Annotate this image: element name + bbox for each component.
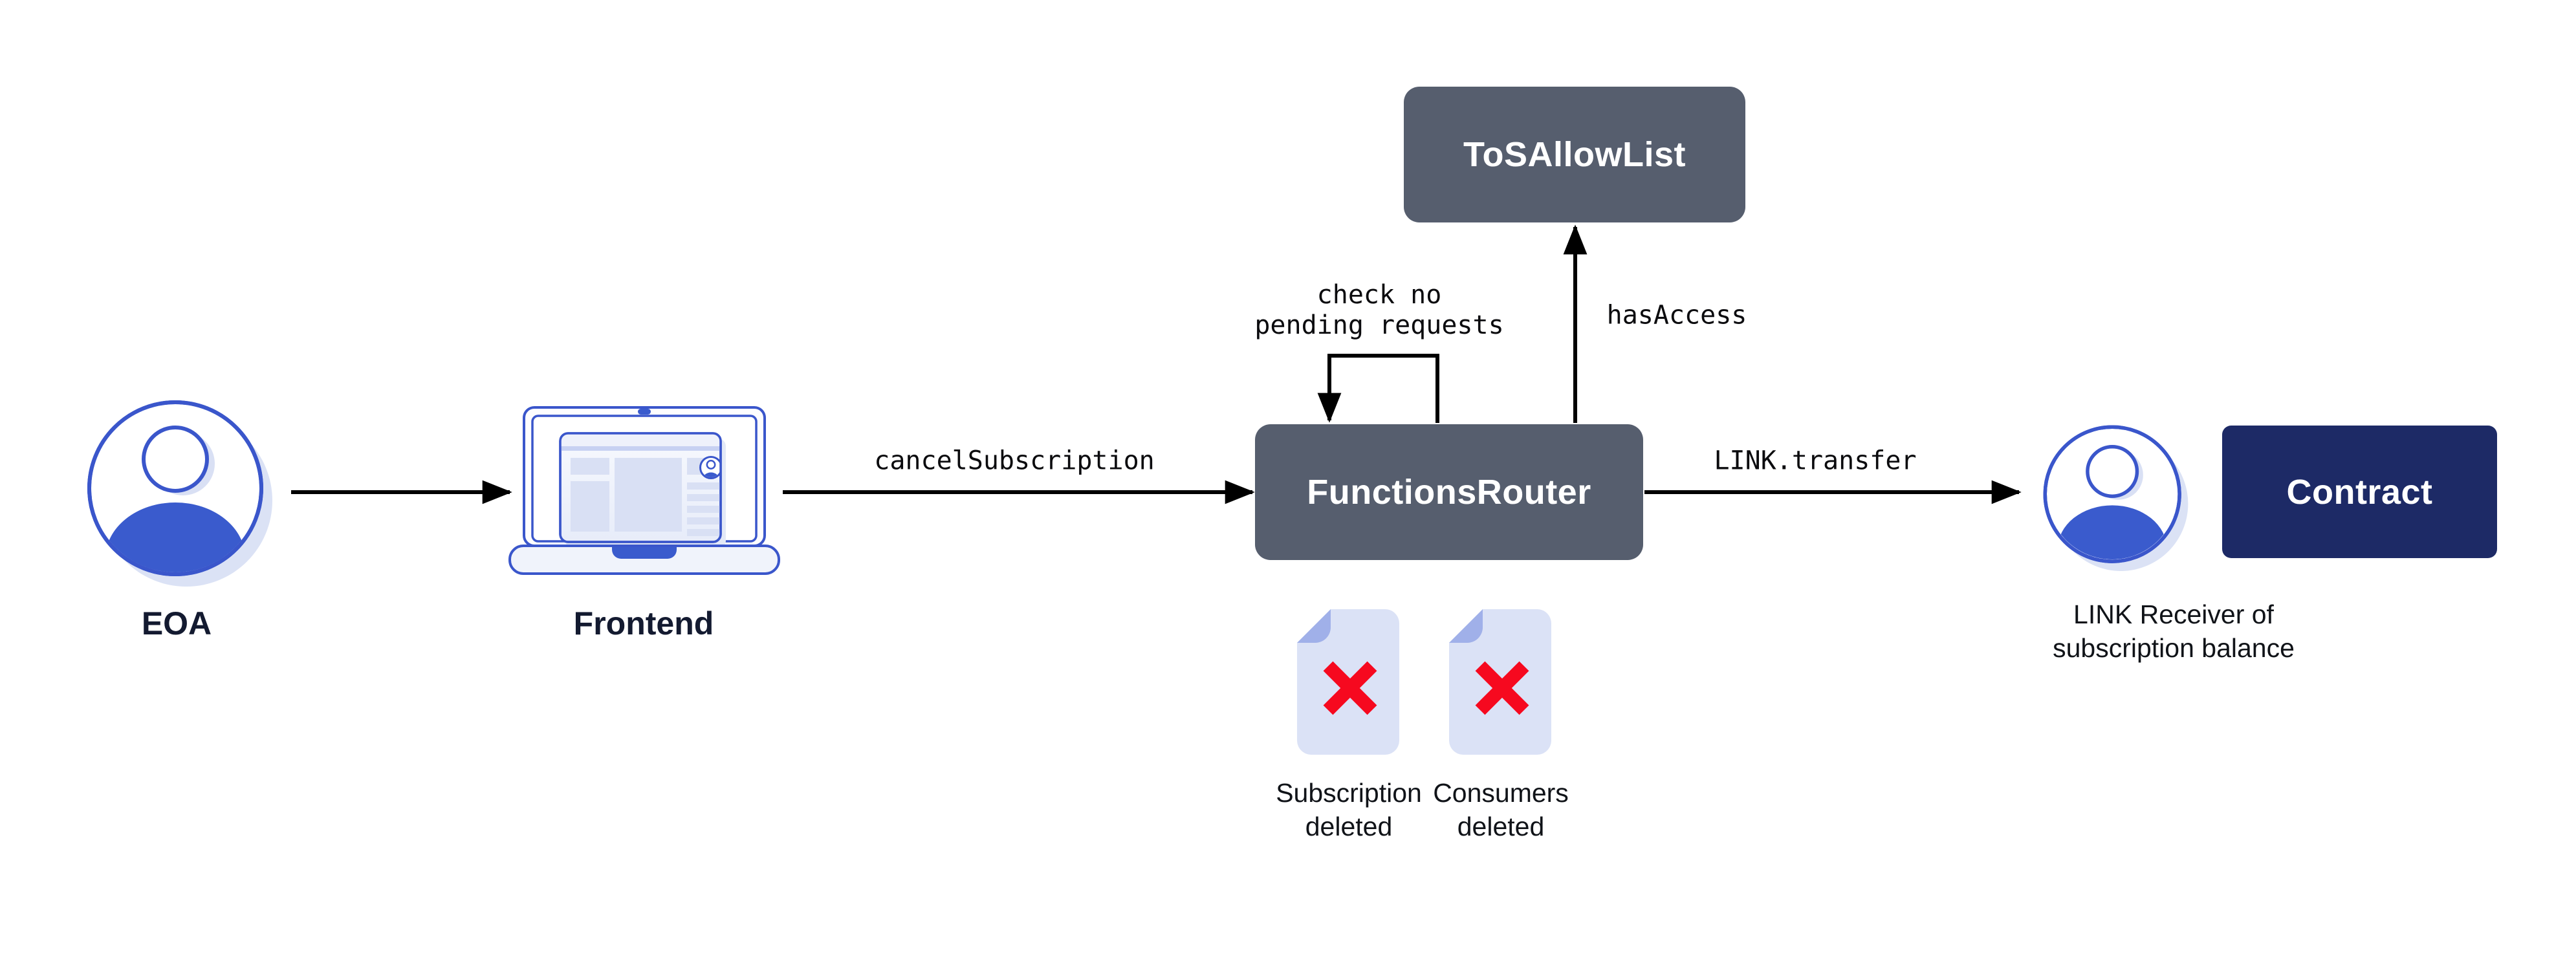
cancel-subscription-edge-label: cancelSubscription [874, 446, 1155, 476]
eoa-label: EOA [141, 605, 212, 642]
arrow-router-self-loop [1317, 354, 1439, 423]
red-x-icon [1475, 661, 1529, 715]
user-icon [87, 400, 272, 587]
node-contract: Contract [2222, 426, 2497, 558]
user-body [2057, 505, 2167, 559]
link-transfer-edge-label: LINK.transfer [1714, 446, 1917, 476]
check-pending-edge-label: check no pending requests [1254, 280, 1504, 340]
page-fold [1297, 609, 1331, 643]
webcam-dot [638, 409, 651, 415]
page-fold [1449, 609, 1483, 643]
tos-allow-list-label: ToSAllowList [1463, 135, 1686, 174]
subscription-deleted-caption: Subscription deleted [1276, 778, 1422, 841]
functions-router-label: FunctionsRouter [1307, 473, 1591, 512]
node-functions-router: FunctionsRouter [1255, 424, 1643, 560]
laptop-icon [508, 406, 780, 575]
link-receiver-caption: LINK Receiver of subscription balance [2053, 599, 2295, 663]
node-tos-allow-list: ToSAllowList [1404, 87, 1745, 222]
user-body [105, 502, 245, 572]
user-icon [2043, 425, 2189, 571]
browser-window [560, 433, 721, 536]
frontend-label: Frontend [573, 605, 714, 642]
deleted-file-icon [1449, 609, 1551, 755]
laptop-notch [612, 547, 677, 559]
deleted-file-icon [1297, 609, 1399, 755]
contract-label: Contract [2286, 472, 2433, 512]
consumers-deleted-caption: Consumers deleted [1433, 778, 1569, 841]
has-access-edge-label: hasAccess [1606, 300, 1747, 330]
red-x-icon [1323, 661, 1377, 715]
